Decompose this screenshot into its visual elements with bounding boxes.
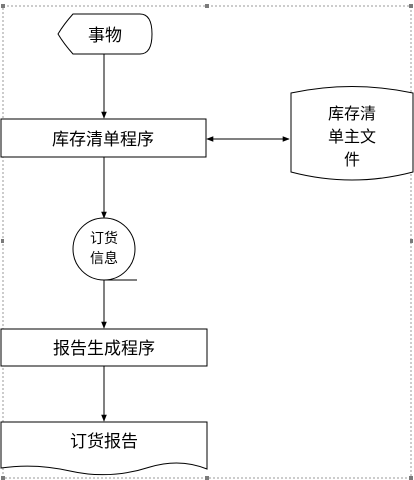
start-node-label: 事物 xyxy=(88,26,122,46)
master-file-label-line3: 件 xyxy=(344,150,360,169)
report-program-box[interactable]: 报告生成程序 xyxy=(0,328,208,367)
frame-handles xyxy=(1,4,413,480)
order-report-document[interactable]: 订货报告 xyxy=(0,421,208,476)
master-file-label-line2: 单主文 xyxy=(328,127,376,146)
inventory-master-file[interactable]: 库存清 单主文 件 xyxy=(290,86,414,181)
report-program-label: 报告生成程序 xyxy=(53,339,155,359)
inventory-program-box[interactable]: 库存清单程序 xyxy=(0,118,207,158)
order-info-label-line2: 信息 xyxy=(90,250,118,267)
start-node[interactable]: 事物 xyxy=(57,13,153,55)
page-frame xyxy=(2,5,412,479)
order-info-connector[interactable]: 订货 信息 xyxy=(72,217,137,281)
inventory-program-label: 库存清单程序 xyxy=(52,130,154,150)
order-info-label-line1: 订货 xyxy=(90,230,118,247)
order-report-label: 订货报告 xyxy=(70,432,138,452)
master-file-label-line1: 库存清 xyxy=(328,104,376,123)
